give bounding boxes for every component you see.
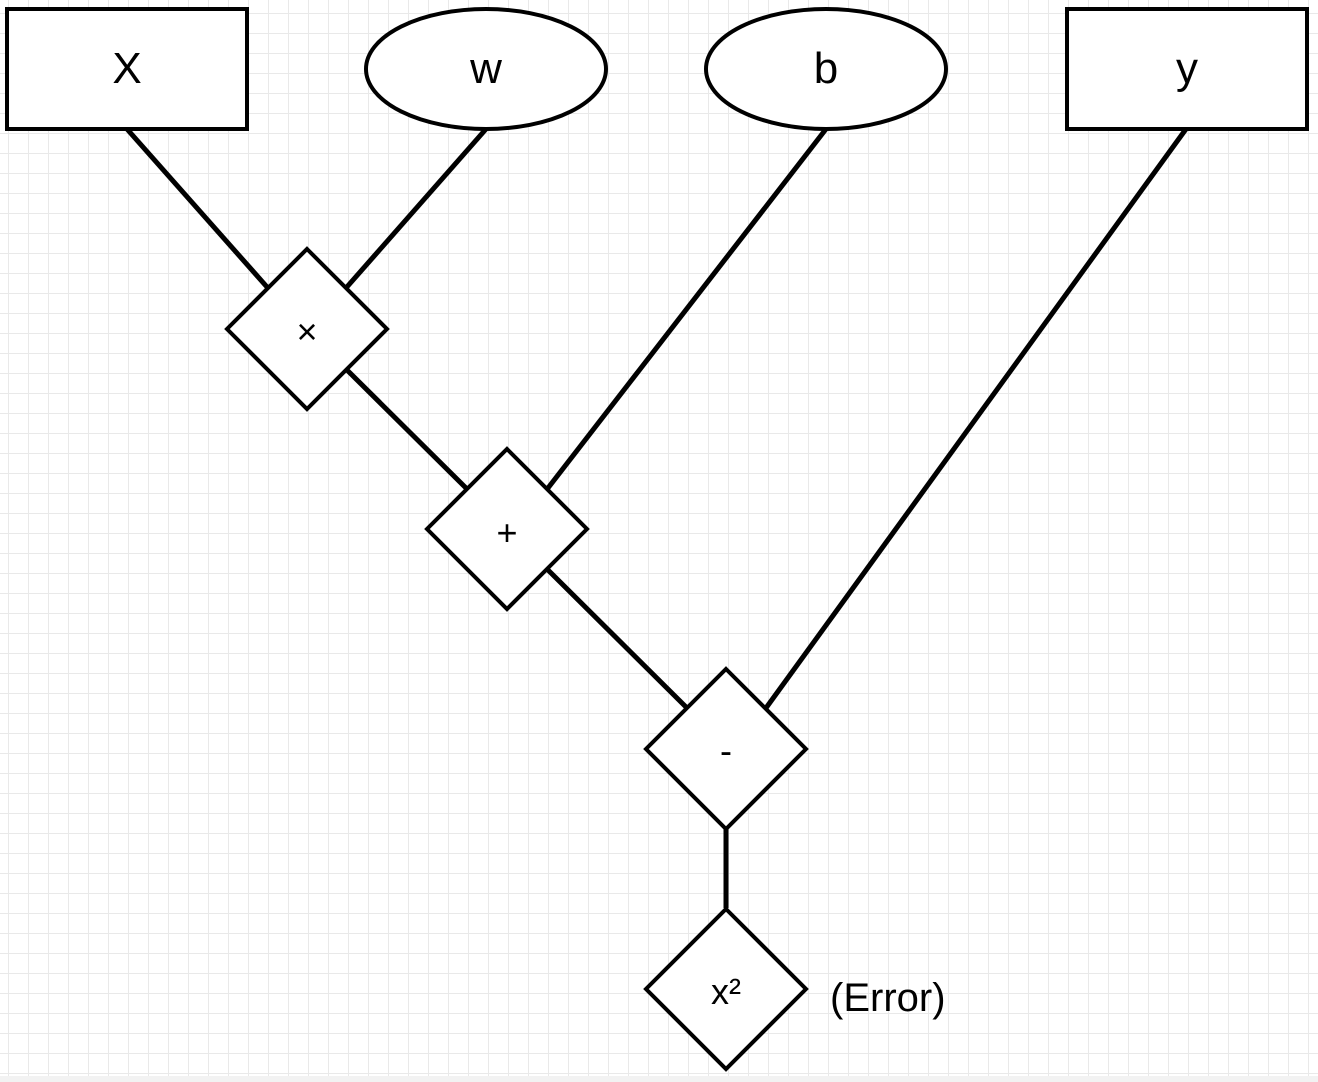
node-x-label: X — [112, 44, 142, 93]
node-square-diamond[interactable] — [643, 906, 809, 1072]
edge-multiply-to-add — [344, 367, 469, 491]
edge-w-to-multiply — [344, 127, 488, 290]
node-y-box[interactable] — [1065, 7, 1309, 131]
node-subtract-diamond[interactable] — [643, 666, 809, 832]
node-x-box[interactable] — [5, 7, 249, 131]
node-w-label: w — [470, 44, 502, 93]
error-annotation: (Error) — [830, 976, 946, 1020]
node-multiply-diamond[interactable] — [224, 246, 390, 412]
node-add-diamond[interactable] — [424, 446, 590, 612]
node-b-ellipse[interactable] — [704, 7, 948, 131]
node-w-ellipse[interactable] — [364, 7, 608, 131]
node-y-label: y — [1176, 44, 1198, 93]
node-add-label: + — [496, 512, 518, 553]
edge-x-to-multiply — [125, 127, 269, 289]
node-subtract-label: - — [720, 730, 732, 771]
canvas-bottom-edge — [0, 1076, 1318, 1082]
edge-b-to-add — [546, 127, 828, 490]
node-square-label: x² — [711, 971, 741, 1012]
edge-y-to-subtract — [763, 127, 1189, 710]
node-b-label: b — [813, 44, 839, 93]
node-multiply-label: × — [296, 311, 318, 352]
edge-add-to-subtract — [544, 566, 689, 710]
